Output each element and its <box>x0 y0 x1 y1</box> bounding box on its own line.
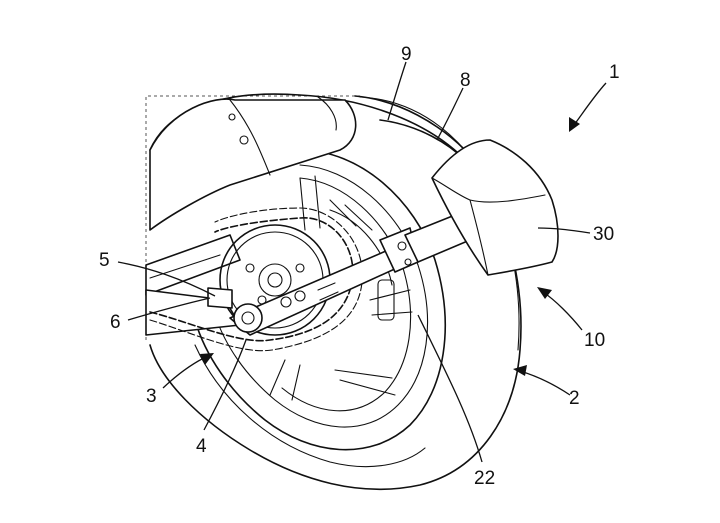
ref-6: 6 <box>110 312 121 333</box>
leader-2 <box>520 371 570 395</box>
ref-30: 30 <box>593 224 614 245</box>
leader-9 <box>388 62 406 120</box>
ref-10: 10 <box>584 330 605 351</box>
arrow-2 <box>513 365 527 376</box>
ref-4: 4 <box>196 436 207 457</box>
leader-3 <box>163 356 208 388</box>
ref-3: 3 <box>146 386 157 407</box>
leader-10 <box>543 292 582 330</box>
mudguard <box>355 96 465 160</box>
ref-1: 1 <box>609 62 620 83</box>
ref-9: 9 <box>401 44 412 65</box>
ref-2: 2 <box>569 388 580 409</box>
chain-tensioner <box>208 288 232 308</box>
leader-22 <box>418 315 482 462</box>
plate-carrier <box>432 140 558 275</box>
ref-5: 5 <box>99 250 110 271</box>
ref-22: 22 <box>474 468 495 489</box>
leader-1 <box>574 83 606 125</box>
exhaust-pipe <box>150 97 356 230</box>
ref-8: 8 <box>460 70 471 91</box>
leader-8 <box>437 88 463 140</box>
